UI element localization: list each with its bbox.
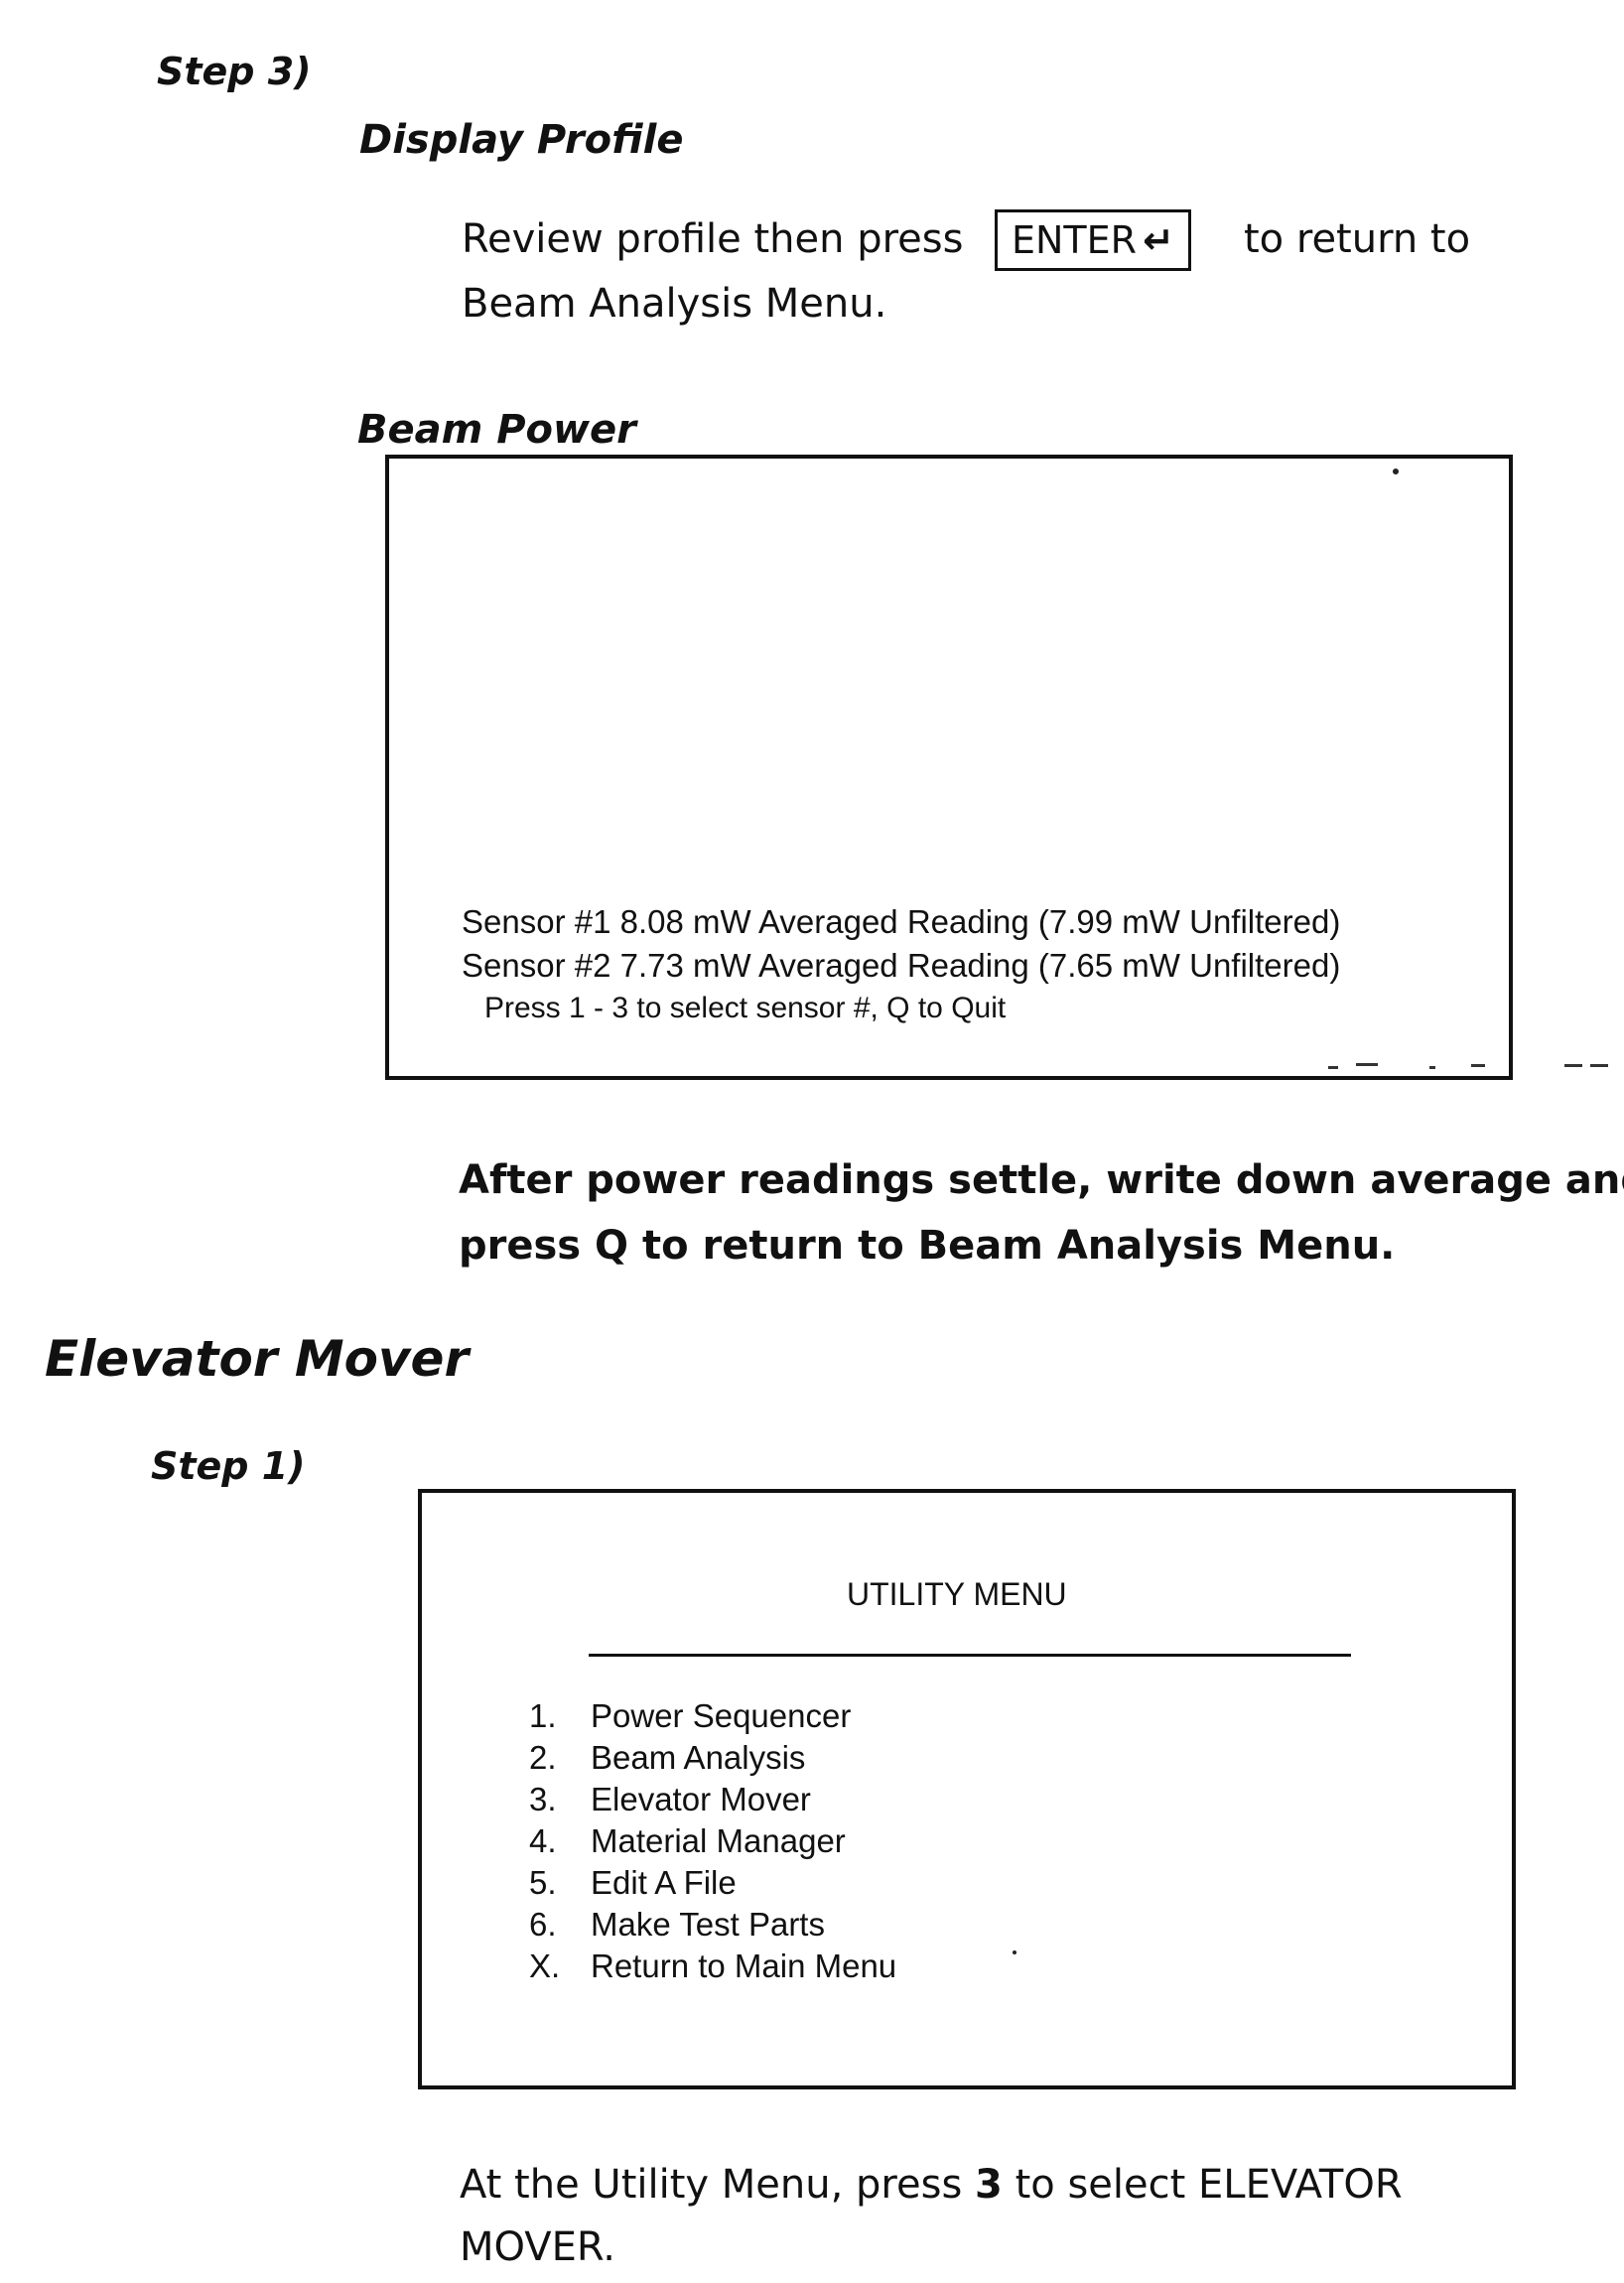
scan-dash — [1590, 1064, 1608, 1067]
utility-menu-instruction-line1: At the Utility Menu, press 3 to select E… — [460, 2154, 1403, 2216]
display-profile-instruction: Review profile then press — [462, 208, 963, 270]
menu-item-key: 2. — [529, 1737, 591, 1779]
instruction-key: 3 — [975, 2162, 1003, 2208]
screen-speck — [1393, 469, 1399, 474]
enter-key-label: ENTER — [1012, 218, 1137, 262]
scan-dash — [1564, 1064, 1582, 1067]
menu-item-make-test-parts[interactable]: 6.Make Test Parts — [529, 1904, 896, 1946]
step-label: Step 1) — [151, 1444, 306, 1488]
menu-item-key: X. — [529, 1946, 591, 1987]
after-readings-line1: After power readings settle, write down … — [459, 1149, 1624, 1211]
instruction-target: ELEVATOR — [1198, 2162, 1403, 2208]
scan-dash — [1328, 1066, 1338, 1069]
menu-item-key: 6. — [529, 1904, 591, 1946]
enter-key: ENTER↵ — [995, 209, 1191, 271]
enter-return-icon: ↵ — [1143, 216, 1174, 264]
menu-item-key: 3. — [529, 1779, 591, 1820]
beam-power-heading: Beam Power — [357, 407, 636, 453]
elevator-mover-heading: Elevator Mover — [45, 1330, 469, 1388]
menu-item-label: Elevator Mover — [591, 1781, 811, 1817]
step-label: Step 3) — [157, 50, 312, 93]
display-profile-heading: Display Profile — [359, 117, 683, 163]
sensor-2-reading: Sensor #2 7.73 mW Averaged Reading (7.65… — [462, 947, 1340, 985]
scan-dash — [1356, 1063, 1378, 1066]
screen-speck — [1013, 1950, 1016, 1954]
instruction-text-before: Review profile then press — [462, 216, 963, 262]
scan-dash — [1471, 1064, 1485, 1067]
menu-item-return-to-main-menu[interactable]: X.Return to Main Menu — [529, 1946, 896, 1987]
utility-menu-instruction-line2: MOVER. — [460, 2219, 615, 2275]
menu-item-label: Edit A File — [591, 1864, 737, 1901]
utility-menu-screen: UTILITY MENU 1.Power Sequencer 2.Beam An… — [418, 1489, 1516, 2089]
beam-power-screen: Sensor #1 8.08 mW Averaged Reading (7.99… — [385, 455, 1513, 1080]
menu-item-edit-a-file[interactable]: 5.Edit A File — [529, 1862, 896, 1904]
instruction-text-line2: Beam Analysis Menu. — [462, 273, 886, 335]
scan-dash — [1429, 1066, 1435, 1069]
menu-item-beam-analysis[interactable]: 2.Beam Analysis — [529, 1737, 896, 1779]
sensor-select-prompt: Press 1 - 3 to select sensor #, Q to Qui… — [484, 992, 1006, 1025]
menu-item-elevator-mover[interactable]: 3.Elevator Mover — [529, 1779, 896, 1820]
instruction-text-after: to return to — [1244, 208, 1470, 270]
utility-menu-title: UTILITY MENU — [847, 1576, 1067, 1613]
instruction-part2: to select — [1003, 2162, 1198, 2208]
menu-item-label: Return to Main Menu — [591, 1947, 896, 1984]
menu-item-label: Beam Analysis — [591, 1739, 805, 1776]
after-readings-line2: press Q to return to Beam Analysis Menu. — [459, 1215, 1395, 1276]
menu-item-label: Make Test Parts — [591, 1906, 825, 1943]
menu-divider — [589, 1654, 1351, 1657]
menu-item-label: Power Sequencer — [591, 1697, 851, 1734]
menu-item-key: 5. — [529, 1862, 591, 1904]
utility-menu-list: 1.Power Sequencer 2.Beam Analysis 3.Elev… — [529, 1695, 896, 1987]
menu-item-power-sequencer[interactable]: 1.Power Sequencer — [529, 1695, 896, 1737]
menu-item-material-manager[interactable]: 4.Material Manager — [529, 1820, 896, 1862]
menu-item-key: 4. — [529, 1820, 591, 1862]
sensor-1-reading: Sensor #1 8.08 mW Averaged Reading (7.99… — [462, 903, 1340, 941]
instruction-part1: At the Utility Menu, press — [460, 2162, 975, 2208]
menu-item-label: Material Manager — [591, 1822, 846, 1859]
menu-item-key: 1. — [529, 1695, 591, 1737]
